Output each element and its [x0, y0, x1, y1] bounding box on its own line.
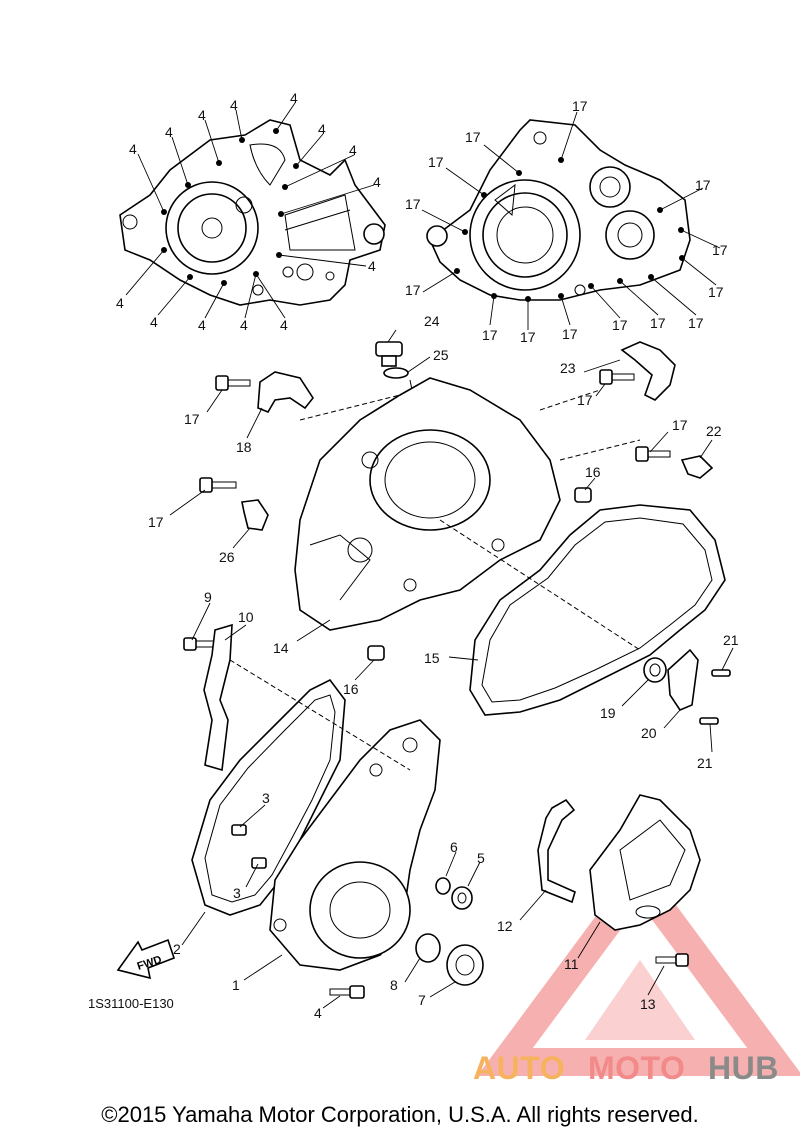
callout-11: 11 — [564, 956, 579, 972]
callout-17: 17 — [465, 129, 481, 145]
callout-4: 4 — [240, 317, 248, 333]
callout-15: 15 — [424, 650, 440, 666]
callout-17: 17 — [482, 327, 498, 343]
callout-4: 4 — [165, 124, 173, 140]
callout-4: 4 — [198, 317, 206, 333]
callout-4: 4 — [318, 121, 326, 137]
callout-13: 13 — [640, 996, 656, 1012]
callout-22: 22 — [706, 423, 722, 439]
bolt-17 — [215, 375, 251, 391]
callout-6: 6 — [450, 839, 458, 855]
watermark-text-auto: AUTO — [473, 1050, 566, 1086]
callout-17: 17 — [184, 411, 200, 427]
right-crankcase-labels: 17 17 17 17 17 17 17 17 17 17 17 17 17 1… — [405, 98, 728, 345]
callout-17: 17 — [520, 329, 536, 345]
callout-17: 17 — [695, 177, 711, 193]
callout-17: 17 — [148, 514, 164, 530]
callout-25: 25 — [433, 347, 449, 363]
left-crankcase-labels: 4 4 4 4 4 4 4 4 4 4 4 4 4 4 — [116, 90, 381, 333]
sprocket-labels: 12 11 13 — [497, 918, 656, 1012]
bolt-17 — [635, 446, 671, 462]
left-crankcase-top-view — [119, 119, 386, 306]
callout-14: 14 — [273, 640, 289, 656]
callout-2: 2 — [173, 941, 181, 957]
middle-labels: 24 25 17 18 17 26 23 17 17 22 16 14 16 1… — [148, 313, 739, 771]
callout-17: 17 — [577, 392, 593, 408]
diagram-code: 1S31100-E130 — [88, 996, 174, 1011]
bolt-17 — [599, 369, 635, 385]
callout-4: 4 — [349, 142, 357, 158]
callout-18: 18 — [236, 439, 252, 455]
crankcase-cover-1-assembly: FWD — [116, 623, 484, 999]
callout-17: 17 — [405, 282, 421, 298]
callout-1: 1 — [232, 977, 240, 993]
callout-16: 16 — [343, 681, 359, 697]
copyright-notice: ©2015 Yamaha Motor Corporation, U.S.A. A… — [101, 1102, 699, 1127]
callout-9: 9 — [204, 589, 212, 605]
callout-8: 8 — [390, 977, 398, 993]
callout-24: 24 — [424, 313, 440, 329]
watermark-logo — [477, 856, 800, 1076]
callout-17: 17 — [428, 154, 444, 170]
callout-17: 17 — [712, 242, 728, 258]
bolt-17 — [199, 477, 237, 493]
callout-4: 4 — [368, 258, 376, 274]
callout-4: 4 — [230, 97, 238, 113]
callout-7: 7 — [418, 992, 426, 1008]
callout-4: 4 — [280, 317, 288, 333]
bottom-labels: 9 10 3 3 2 1 4 6 5 8 7 — [173, 589, 485, 1021]
callout-17: 17 — [405, 196, 421, 212]
callout-17: 17 — [562, 326, 578, 342]
callout-17: 17 — [572, 98, 588, 114]
callout-17: 17 — [612, 317, 628, 333]
left-crankcase-leaders — [125, 102, 375, 319]
callout-4: 4 — [314, 1005, 322, 1021]
callout-4: 4 — [373, 174, 381, 190]
callout-4: 4 — [129, 141, 137, 157]
callout-4: 4 — [198, 107, 206, 123]
watermark-text-hub: HUB — [708, 1050, 779, 1086]
callout-3: 3 — [233, 885, 241, 901]
callout-12: 12 — [497, 918, 513, 934]
callout-10: 10 — [238, 609, 254, 625]
callout-19: 19 — [600, 705, 616, 721]
callout-23: 23 — [560, 360, 576, 376]
right-crankcase-leaders — [421, 111, 721, 330]
middle-leaders — [169, 329, 734, 753]
callout-16: 16 — [585, 464, 601, 480]
callout-4: 4 — [116, 295, 124, 311]
callout-17: 17 — [688, 315, 704, 331]
right-crankcase-top-view — [426, 119, 691, 301]
crankcase-cover-assembly — [199, 341, 731, 725]
sprocket-leaders — [519, 889, 665, 996]
callout-4: 4 — [150, 314, 158, 330]
callout-4: 4 — [290, 90, 298, 106]
callout-21: 21 — [723, 632, 739, 648]
callout-17: 17 — [708, 284, 724, 300]
callout-17: 17 — [672, 417, 688, 433]
callout-3: 3 — [262, 790, 270, 806]
callout-17: 17 — [650, 315, 666, 331]
bottom-leaders — [181, 602, 481, 1009]
sprocket-cover-assembly — [537, 794, 701, 967]
callout-21: 21 — [697, 755, 713, 771]
callout-5: 5 — [477, 850, 485, 866]
watermark-text-moto: MOTO — [588, 1050, 686, 1086]
callout-26: 26 — [219, 549, 235, 565]
callout-20: 20 — [641, 725, 657, 741]
